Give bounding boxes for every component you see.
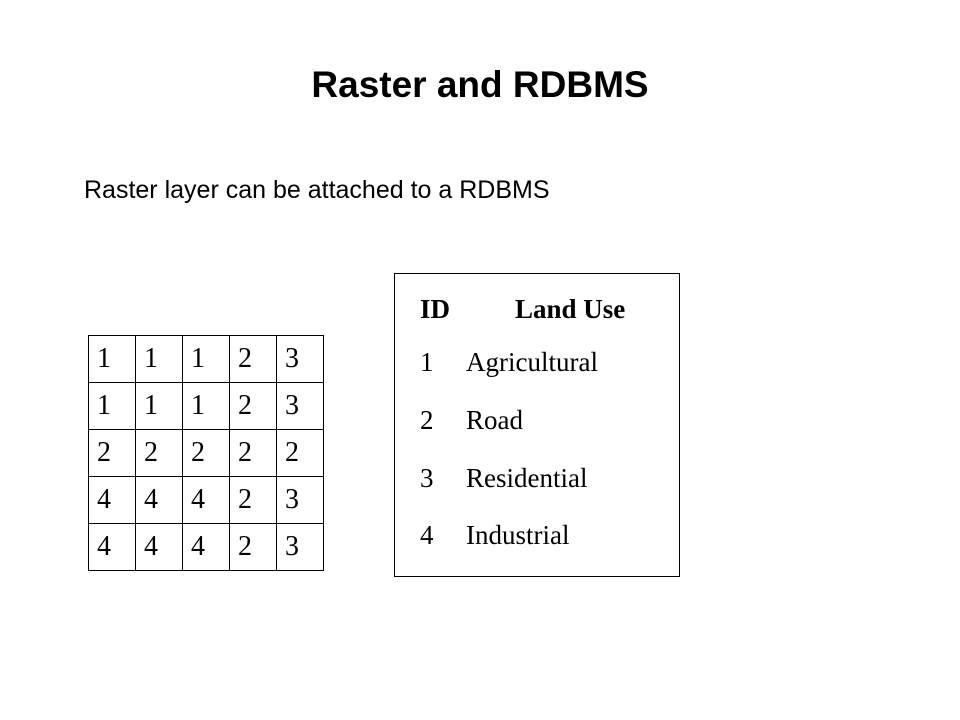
header-id: ID <box>420 294 451 324</box>
land-use-name: Industrial <box>466 520 570 550</box>
raster-row: 1 1 1 2 3 <box>88 382 324 430</box>
raster-cell: 2 <box>229 523 277 571</box>
raster-cell: 4 <box>88 476 136 524</box>
raster-cell: 1 <box>135 382 183 430</box>
raster-cell: 3 <box>276 523 324 571</box>
raster-cell: 2 <box>276 429 324 477</box>
raster-row: 1 1 1 2 3 <box>88 335 324 383</box>
raster-cell: 2 <box>135 429 183 477</box>
raster-grid: 1 1 1 2 3 1 1 1 2 3 2 2 2 2 2 4 4 4 2 3 <box>88 335 324 571</box>
raster-cell: 3 <box>276 476 324 524</box>
raster-cell: 1 <box>88 335 136 383</box>
land-use-id: 1 <box>420 347 434 377</box>
raster-cell: 2 <box>229 476 277 524</box>
raster-cell: 4 <box>182 523 230 571</box>
raster-cell: 2 <box>229 382 277 430</box>
raster-cell: 2 <box>182 429 230 477</box>
raster-row: 2 2 2 2 2 <box>88 429 324 477</box>
raster-cell: 4 <box>135 476 183 524</box>
slide-subtitle: Raster layer can be attached to a RDBMS <box>84 176 550 204</box>
land-use-name: Road <box>466 405 523 435</box>
raster-cell: 3 <box>276 382 324 430</box>
raster-cell: 2 <box>88 429 136 477</box>
raster-cell: 1 <box>182 335 230 383</box>
land-use-table: ID Land Use 1 Agricultural 2 Road 3 Resi… <box>394 273 680 577</box>
raster-cell: 1 <box>88 382 136 430</box>
land-use-id: 2 <box>420 405 434 435</box>
slide-title: Raster and RDBMS <box>311 64 649 105</box>
raster-row: 4 4 4 2 3 <box>88 476 324 524</box>
raster-cell: 4 <box>135 523 183 571</box>
raster-row: 4 4 4 2 3 <box>88 523 324 571</box>
raster-cell: 1 <box>182 382 230 430</box>
land-use-id: 3 <box>420 463 434 493</box>
header-land-use: Land Use <box>515 294 626 324</box>
land-use-id: 4 <box>420 520 434 550</box>
raster-cell: 1 <box>135 335 183 383</box>
raster-cell: 4 <box>88 523 136 571</box>
raster-cell: 3 <box>276 335 324 383</box>
raster-cell: 2 <box>229 335 277 383</box>
raster-cell: 2 <box>229 429 277 477</box>
raster-cell: 4 <box>182 476 230 524</box>
land-use-name: Agricultural <box>466 347 598 377</box>
land-use-name: Residential <box>466 463 588 493</box>
